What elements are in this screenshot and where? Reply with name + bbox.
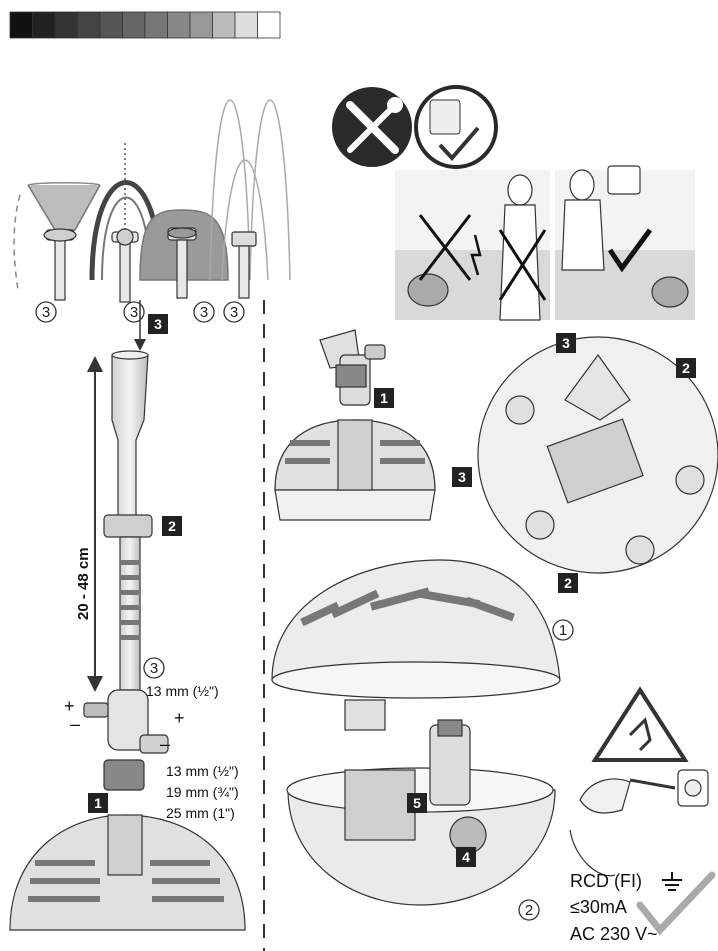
calibration-swatch bbox=[78, 12, 101, 38]
warning-person-in-water-panel bbox=[395, 170, 550, 320]
calibration-swatch bbox=[33, 12, 56, 38]
hose-size-13mm: 13 mm (½") bbox=[166, 763, 239, 779]
grayscale-calibration-strip bbox=[10, 12, 280, 38]
svg-text:5: 5 bbox=[413, 795, 421, 811]
svg-text:2: 2 bbox=[168, 518, 176, 534]
svg-text:2: 2 bbox=[682, 360, 690, 376]
outlet-size-label: 13 mm (½") bbox=[146, 683, 219, 699]
rcd-spec: RCD (FI) bbox=[570, 871, 642, 891]
electric-shock-warning-icon bbox=[595, 690, 685, 760]
minus-sign-left: – bbox=[70, 714, 80, 734]
svg-text:3: 3 bbox=[562, 335, 570, 351]
calibration-swatch bbox=[235, 12, 258, 38]
svg-text:3: 3 bbox=[458, 469, 466, 485]
svg-text:3: 3 bbox=[154, 316, 162, 332]
current-spec: ≤30mA bbox=[570, 897, 627, 917]
step-badge-5: 5 bbox=[407, 793, 427, 813]
voltage-spec: AC 230 V~ bbox=[570, 924, 658, 944]
circled-number-3: 3 bbox=[194, 302, 214, 322]
calibration-swatch bbox=[10, 12, 33, 38]
tools-required-icon bbox=[332, 87, 412, 167]
step-badge-2: 2 bbox=[162, 516, 182, 536]
height-range-label: 20 - 48 cm bbox=[75, 547, 92, 620]
svg-text:3: 3 bbox=[230, 304, 238, 321]
step-badge-4: 4 bbox=[456, 847, 476, 867]
circled-number-3: 3 bbox=[124, 302, 144, 322]
circled-number-3: 3 bbox=[36, 302, 56, 322]
calibration-swatch bbox=[145, 12, 168, 38]
calibration-swatch bbox=[123, 12, 146, 38]
step-badge-1: 1 bbox=[374, 388, 394, 408]
ground-symbol-icon bbox=[662, 872, 682, 890]
step-badge-1: 1 bbox=[88, 793, 108, 813]
calibration-swatch bbox=[258, 12, 281, 38]
hose-size-19mm: 19 mm (¾") bbox=[166, 784, 239, 800]
calibration-swatch bbox=[168, 12, 191, 38]
svg-text:2: 2 bbox=[525, 902, 533, 919]
svg-text:1: 1 bbox=[559, 622, 567, 639]
calibration-swatch bbox=[55, 12, 78, 38]
extension-pipe bbox=[84, 351, 168, 790]
pump-dome-left bbox=[10, 815, 245, 930]
step-badge-3: 3 bbox=[452, 467, 472, 487]
circled-number-3: 3 bbox=[224, 302, 244, 322]
svg-text:3: 3 bbox=[150, 660, 158, 677]
svg-text:3: 3 bbox=[200, 304, 208, 321]
circled-number-1: 1 bbox=[553, 620, 573, 640]
hose-size-25mm: 25 mm (1") bbox=[166, 805, 235, 821]
step-badge-2: 2 bbox=[676, 358, 696, 378]
pump-assembly-top bbox=[275, 330, 435, 520]
calibration-swatch bbox=[190, 12, 213, 38]
checkmark-icon bbox=[640, 875, 712, 930]
plug-into-socket-illustration bbox=[570, 770, 708, 876]
step-badge-3: 3 bbox=[148, 314, 168, 334]
step-badge-2: 2 bbox=[558, 573, 578, 593]
svg-text:1: 1 bbox=[380, 390, 388, 406]
minus-sign-right: – bbox=[160, 734, 170, 754]
circled-number-3: 3 bbox=[144, 658, 164, 678]
dome-lid bbox=[272, 560, 560, 730]
svg-text:3: 3 bbox=[42, 304, 50, 321]
svg-text:1: 1 bbox=[94, 795, 102, 811]
circled-number-2: 2 bbox=[519, 900, 539, 920]
calibration-swatch bbox=[100, 12, 123, 38]
calibration-swatch bbox=[213, 12, 236, 38]
svg-text:2: 2 bbox=[564, 575, 572, 591]
unplug-before-service-icon bbox=[416, 87, 496, 167]
step-badge-3: 3 bbox=[556, 333, 576, 353]
plus-sign-right: + bbox=[174, 708, 185, 728]
plus-sign-left: + bbox=[64, 696, 75, 716]
svg-text:3: 3 bbox=[130, 304, 138, 321]
correct-unplugged-panel bbox=[555, 166, 695, 320]
svg-text:4: 4 bbox=[462, 849, 470, 865]
